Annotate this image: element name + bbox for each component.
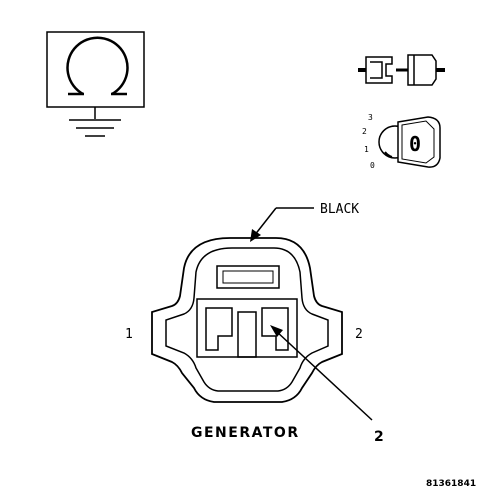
ignition-position-3: 3: [368, 113, 373, 122]
terminal-cavity-2: [261, 307, 289, 351]
figure-id-label: 81361841: [426, 479, 476, 489]
connector-inner-shell: [165, 247, 329, 392]
ignition-position-0: 0: [370, 161, 375, 170]
keyway-rib: [237, 311, 257, 358]
pin-2-label: 2: [355, 327, 363, 342]
disconnected-connector-icon: [358, 54, 445, 86]
connector-outer-shell: [151, 237, 343, 403]
ignition-key-icon: 3 2 1 0 0: [362, 113, 441, 170]
ground-symbol-icon: [69, 107, 121, 137]
ohmmeter-icon: [46, 31, 145, 108]
terminal-cavity-1: [205, 307, 233, 351]
callout-leader: [270, 325, 373, 421]
callout-number-label: 2: [374, 429, 384, 445]
connector-name-label: GENERATOR: [191, 425, 300, 441]
ignition-key-label: 0: [409, 132, 421, 156]
wire-color-label: BLACK: [320, 202, 359, 217]
ignition-position-1: 1: [364, 145, 369, 154]
pin-1-label: 1: [125, 327, 133, 342]
ignition-position-2: 2: [362, 127, 367, 136]
wire-color-callout: BLACK: [250, 202, 359, 242]
generator-connector: [151, 237, 343, 403]
connector-latch: [216, 265, 280, 289]
